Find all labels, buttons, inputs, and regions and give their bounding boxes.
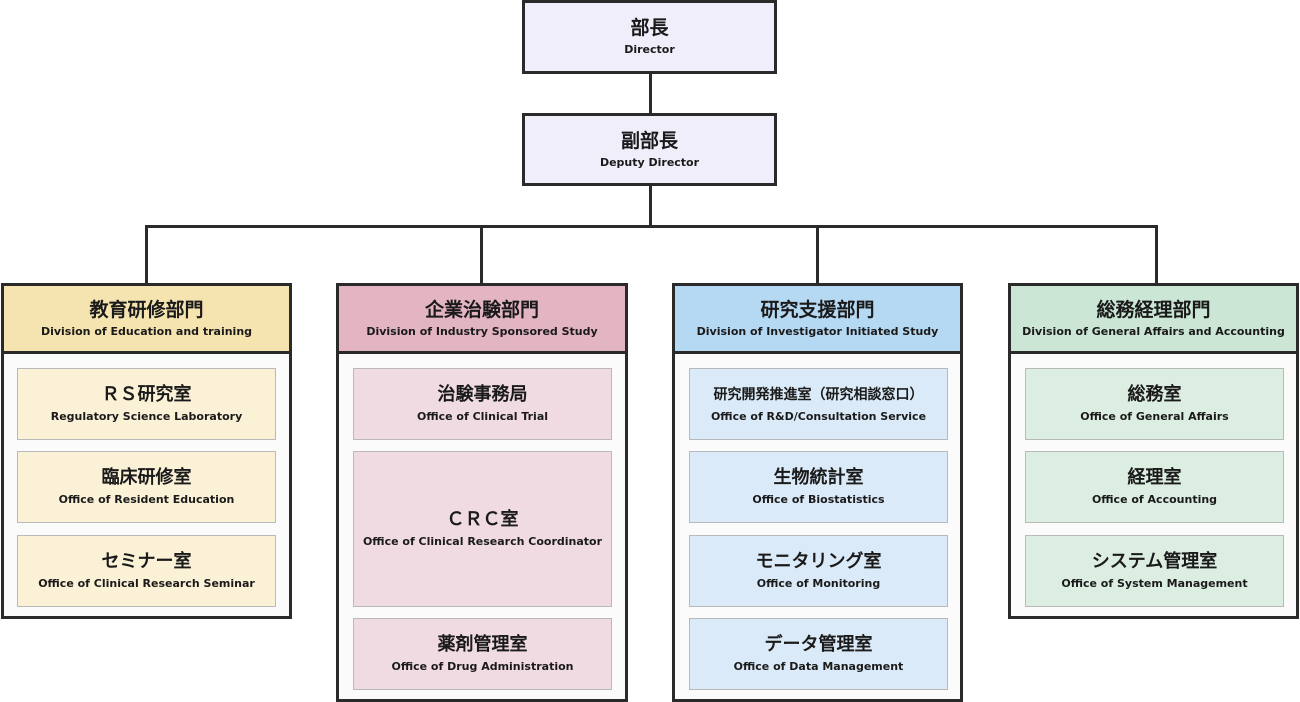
office-title-jp: 研究開発推進室（研究相談窓口）: [713, 387, 924, 403]
office-title-jp: 経理室: [1127, 467, 1182, 488]
office-title-jp: データ管理室: [764, 634, 873, 655]
office-title-en: Office of Biostatistics: [752, 493, 885, 506]
deputy-title-jp: 副部長: [620, 129, 678, 152]
division-general-affairs-header: 総務経理部門 Division of General Affairs and A…: [1011, 286, 1296, 354]
office-biostatistics: 生物統計室 Office of Biostatistics: [689, 451, 948, 523]
office-drug-administration: 薬剤管理室 Office of Drug Administration: [353, 618, 612, 690]
office-research-seminar: セミナー室 Office of Clinical Research Semina…: [17, 535, 276, 607]
division-title-jp: 総務経理部門: [1096, 298, 1211, 321]
division-title-en: Division of Industry Sponsored Study: [366, 324, 598, 338]
office-title-jp: ＲＳ研究室: [101, 384, 192, 405]
connector-division-3: [1155, 225, 1158, 285]
connector-deputy-trunk: [649, 184, 652, 226]
office-clinical-trial: 治験事務局 Office of Clinical Trial: [353, 368, 612, 440]
connector-horizontal-bar: [145, 225, 1158, 228]
division-industry-header: 企業治験部門 Division of Industry Sponsored St…: [339, 286, 625, 354]
office-crc: ＣＲＣ室 Office of Clinical Research Coordin…: [353, 451, 612, 607]
office-title-en: Office of Resident Education: [58, 493, 235, 506]
director-title-en: Director: [624, 43, 675, 56]
office-rd-consultation: 研究開発推進室（研究相談窓口） Office of R&D/Consultati…: [689, 368, 948, 440]
office-data-management: データ管理室 Office of Data Management: [689, 618, 948, 690]
division-education-panel: 教育研修部門 Division of Education and trainin…: [1, 283, 292, 619]
deputy-director-box: 副部長 Deputy Director: [522, 113, 777, 186]
deputy-title-en: Deputy Director: [599, 155, 700, 169]
office-title-jp: ＣＲＣ室: [446, 509, 519, 530]
office-title-jp: 薬剤管理室: [437, 634, 528, 655]
connector-director-deputy: [649, 72, 652, 114]
division-title-en: Division of Investigator Initiated Study: [696, 324, 939, 338]
office-system-management: システム管理室 Office of System Management: [1025, 535, 1284, 607]
office-accounting: 経理室 Office of Accounting: [1025, 451, 1284, 523]
director-box: 部長 Director: [522, 0, 777, 74]
office-title-en: Office of Monitoring: [756, 577, 881, 590]
connector-division-1: [480, 225, 483, 285]
office-monitoring: モニタリング室 Office of Monitoring: [689, 535, 948, 607]
office-title-en: Office of Clinical Research Coordinator: [362, 535, 603, 548]
division-industry-panel: 企業治験部門 Division of Industry Sponsored St…: [336, 283, 628, 702]
office-title-en: Office of Clinical Trial: [416, 410, 549, 423]
office-title-en: Office of Data Management: [733, 660, 904, 673]
office-title-en: Office of Drug Administration: [391, 660, 574, 673]
office-title-jp: セミナー室: [101, 551, 192, 572]
office-title-en: Office of R&D/Consultation Service: [710, 410, 927, 423]
division-title-jp: 教育研修部門: [89, 298, 204, 321]
office-rs-lab: ＲＳ研究室 Regulatory Science Laboratory: [17, 368, 276, 440]
division-title-jp: 企業治験部門: [424, 298, 539, 321]
office-title-en: Regulatory Science Laboratory: [50, 410, 243, 423]
division-investigator-panel: 研究支援部門 Division of Investigator Initiate…: [672, 283, 963, 702]
office-general-affairs: 総務室 Office of General Affairs: [1025, 368, 1284, 440]
office-title-jp: 臨床研修室: [101, 467, 192, 488]
division-title-jp: 研究支援部門: [760, 298, 875, 321]
division-title-en: Division of Education and training: [40, 324, 253, 338]
division-general-affairs-panel: 総務経理部門 Division of General Affairs and A…: [1008, 283, 1299, 619]
division-investigator-header: 研究支援部門 Division of Investigator Initiate…: [675, 286, 960, 354]
office-resident-education: 臨床研修室 Office of Resident Education: [17, 451, 276, 523]
director-title-jp: 部長: [630, 17, 669, 39]
office-title-jp: 治験事務局: [437, 384, 528, 405]
office-title-en: Office of Accounting: [1091, 493, 1218, 506]
connector-division-2: [816, 225, 819, 285]
office-title-en: Office of System Management: [1061, 577, 1248, 590]
office-title-jp: モニタリング室: [755, 551, 882, 572]
office-title-en: Office of General Affairs: [1080, 410, 1229, 423]
office-title-en: Office of Clinical Research Seminar: [38, 577, 255, 590]
office-title-jp: 総務室: [1127, 384, 1182, 405]
division-education-header: 教育研修部門 Division of Education and trainin…: [4, 286, 289, 354]
office-title-jp: システム管理室: [1091, 551, 1218, 572]
division-title-en: Division of General Affairs and Accounti…: [1022, 324, 1285, 338]
office-title-jp: 生物統計室: [773, 467, 864, 488]
connector-division-0: [145, 225, 148, 285]
